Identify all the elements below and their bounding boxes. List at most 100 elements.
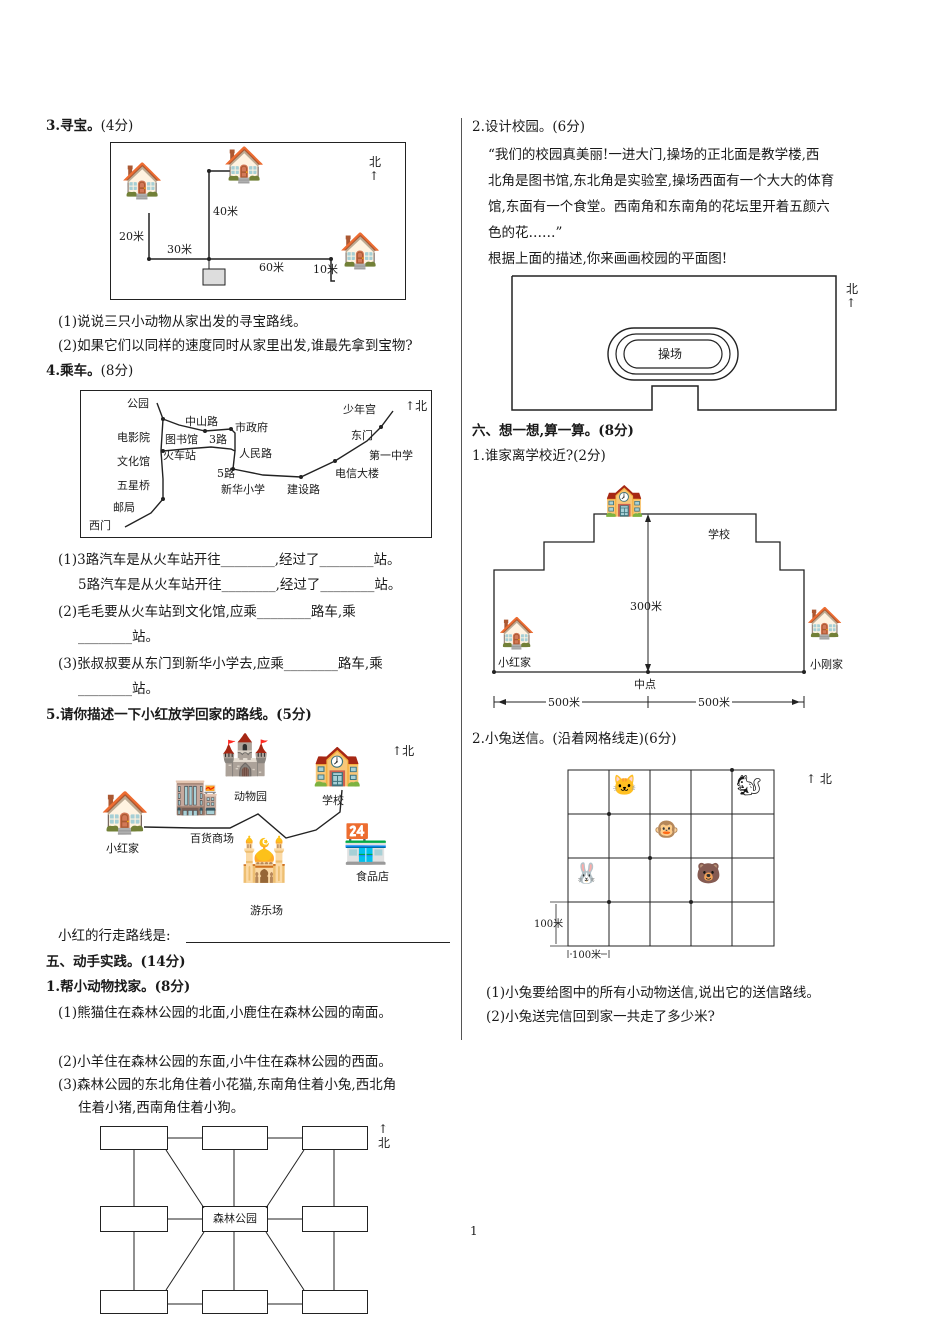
- stop-huochezhan: 火车站: [163, 449, 196, 462]
- north-arrow: ↑北: [392, 744, 415, 758]
- sec6-sub1: (1)小兔要给图中的所有小动物送信,说出它的送信路线。: [486, 985, 820, 1001]
- campus-plan[interactable]: 操场: [511, 275, 837, 412]
- sec6-q2: 2.小兔送信。(沿着网格线走)(6分): [472, 731, 677, 747]
- box-south[interactable]: [202, 1290, 268, 1314]
- stop-dianyingyuan: 电影院: [117, 431, 150, 444]
- grid-lines: [550, 768, 775, 958]
- north-arrow: 北↑: [846, 282, 859, 310]
- place-zoo: 动物园: [234, 790, 267, 803]
- stop-dongmen: 东门: [351, 429, 373, 442]
- stop-zhongshanlu: 中山路: [185, 415, 218, 428]
- sec6-sub2: (2)小兔送完信回到家一共走了多少米?: [486, 1009, 715, 1025]
- q5-answer-line[interactable]: [186, 942, 450, 943]
- q2-p5: 根据上面的描述,你来画画校园的平面图!: [488, 251, 728, 267]
- q4-q1a: (1)3路汽车是从火车站开往________,经过了________站。: [58, 552, 401, 568]
- forest-park-diagram: 森林公园 ↑北: [100, 1122, 390, 1317]
- place-food-store: 食品店: [356, 870, 389, 883]
- q3-title: 3.寻宝。(4分): [46, 118, 134, 134]
- box-southeast[interactable]: [302, 1290, 368, 1314]
- sec6-title: 六、想一想,算一算。(8分): [472, 423, 634, 439]
- xiaogang-home-label: 小刚家: [810, 658, 843, 671]
- label-40m: 40米: [213, 205, 238, 218]
- cat-house-icon: 🏠: [223, 145, 266, 185]
- xiaohong-house-icon: 🏠: [100, 790, 150, 836]
- stop-tushuguan: 图书馆: [165, 433, 198, 446]
- department-store-icon: 🏬: [174, 776, 219, 817]
- scale-vertical: 100米: [534, 919, 564, 930]
- q4-title: 4.乘车。(8分): [46, 363, 134, 379]
- staircase-outline: [492, 513, 806, 708]
- q3-sub2: (2)如果它们以同样的速度同时从家里出发,谁最先拿到宝物?: [58, 338, 413, 354]
- treasure-route-lines: [147, 169, 335, 286]
- sec6-q1: 1.谁家离学校近?(2分): [472, 448, 606, 464]
- box-southwest[interactable]: [100, 1290, 168, 1314]
- box-east[interactable]: [302, 1206, 368, 1232]
- label-20m: 20米: [119, 230, 144, 243]
- sec5-p3b: 住着小猪,西南角住着小狗。: [78, 1100, 245, 1116]
- food-store-icon: 🏪: [342, 822, 390, 866]
- bus-map: 公园 中山路 市政府 少年宫 电影院 图书馆 3路 东门 文化馆 火车站 人民路…: [80, 390, 432, 538]
- forest-park-lines: [133, 1137, 335, 1305]
- stop-gongyuan: 公园: [127, 397, 149, 410]
- distance-300m: 300米: [630, 600, 662, 613]
- box-northeast[interactable]: [302, 1126, 368, 1150]
- q2-title: 2.设计校园。(6分): [472, 119, 586, 135]
- school-route-map: 🏠 🏬 🏰 🏫 🏪 🕌 动物园 学校 小红家 百货商场 食品店 游乐场 ↑北: [90, 730, 430, 920]
- school-label: 学校: [708, 528, 730, 541]
- stop-ximen: 西门: [89, 519, 111, 532]
- place-department-store: 百货商场: [190, 832, 234, 845]
- cat-icon: 🐱: [612, 773, 637, 797]
- stop-renminlu: 人民路: [239, 447, 272, 460]
- box-northwest[interactable]: [100, 1126, 168, 1150]
- forest-park-center: 森林公园: [202, 1206, 268, 1232]
- north-arrow: ↑ 北: [806, 772, 832, 786]
- fox-house-icon: 🏠: [121, 161, 164, 201]
- xiaohong-home-label: 小红家: [498, 656, 531, 669]
- amusement-park-icon: 🕌: [238, 835, 291, 884]
- column-divider: [461, 118, 462, 1040]
- bear-icon: 🐻: [696, 861, 721, 885]
- stop-jianshelu: 建设路: [287, 483, 320, 496]
- route-5: 5路: [217, 467, 235, 480]
- scale-horizontal: 100米: [572, 949, 602, 962]
- school-icon: 🏫: [312, 742, 362, 788]
- route-3: 3路: [209, 433, 227, 446]
- box-north[interactable]: [202, 1126, 268, 1150]
- page-number: 1: [470, 1224, 478, 1238]
- stop-shizhengfu: 市政府: [235, 421, 268, 434]
- label-30m: 30米: [167, 243, 192, 256]
- squirrel-icon: 🐿: [736, 773, 762, 797]
- q4-q2a: (2)毛毛要从火车站到文化馆,应乘________路车,乘: [58, 604, 356, 620]
- campus-outline: [511, 275, 837, 411]
- school-distance-diagram: 🏫 学校 300米 🏠 小红家 🏠 小刚家 中点 500米 500米: [488, 476, 843, 716]
- stop-diyizhongxue: 第一中学: [369, 449, 413, 462]
- q2-p1: “我们的校园真美丽!一进大门,操场的正北面是教学楼,西: [488, 147, 820, 163]
- q3-sub1: (1)说说三只小动物从家出发的寻宝路线。: [58, 314, 307, 330]
- box-west[interactable]: [100, 1206, 168, 1232]
- north-arrow: ↑北: [378, 1122, 391, 1150]
- sec5-p3a: (3)森林公园的东北角住着小花猫,东南角住着小兔,西北角: [58, 1077, 397, 1093]
- label-10m: 10米: [313, 263, 338, 276]
- sec5-sub-title: 1.帮小动物找家。(8分): [46, 979, 191, 995]
- label-60m: 60米: [259, 261, 284, 274]
- dog-house-icon: 🏠: [339, 231, 382, 271]
- north-arrow: 北↑: [369, 155, 382, 183]
- sec5-title: 五、动手实践。(14分): [46, 954, 186, 970]
- q5-route-label: 小红的行走路线是:: [58, 928, 171, 944]
- playground-label: 操场: [658, 347, 683, 361]
- q4-q1b: 5路汽车是从火车站开往________,经过了________站。: [78, 577, 402, 593]
- stop-shaoniangong: 少年宫: [343, 403, 376, 416]
- q4-q2b: ________站。: [78, 629, 159, 645]
- school-route-lines: [143, 789, 343, 839]
- north-arrow: ↑北: [405, 399, 428, 413]
- q5-title: 5.请你描述一下小红放学回家的路线。(5分): [46, 707, 312, 723]
- q2-p2: 北角是图书馆,东北角是实验室,操场西面有一个大大的体育: [488, 173, 835, 189]
- stop-wuxingqiao: 五星桥: [117, 479, 150, 492]
- right-distance-500m: 500米: [696, 696, 732, 709]
- stop-xinhuaxiaoxue: 新华小学: [221, 483, 265, 496]
- treasure-map: 🏠 🏠 🏠 20米 30米 40米 60米 10米 北↑: [110, 142, 406, 300]
- sec5-p1: (1)熊猫住在森林公园的北面,小鹿住在森林公园的南面。: [58, 1005, 392, 1021]
- bus-route-lines: [124, 402, 394, 528]
- q4-q3b: ________站。: [78, 681, 159, 697]
- q4-q3a: (3)张叔叔要从东门到新华小学去,应乘________路车,乘: [58, 656, 383, 672]
